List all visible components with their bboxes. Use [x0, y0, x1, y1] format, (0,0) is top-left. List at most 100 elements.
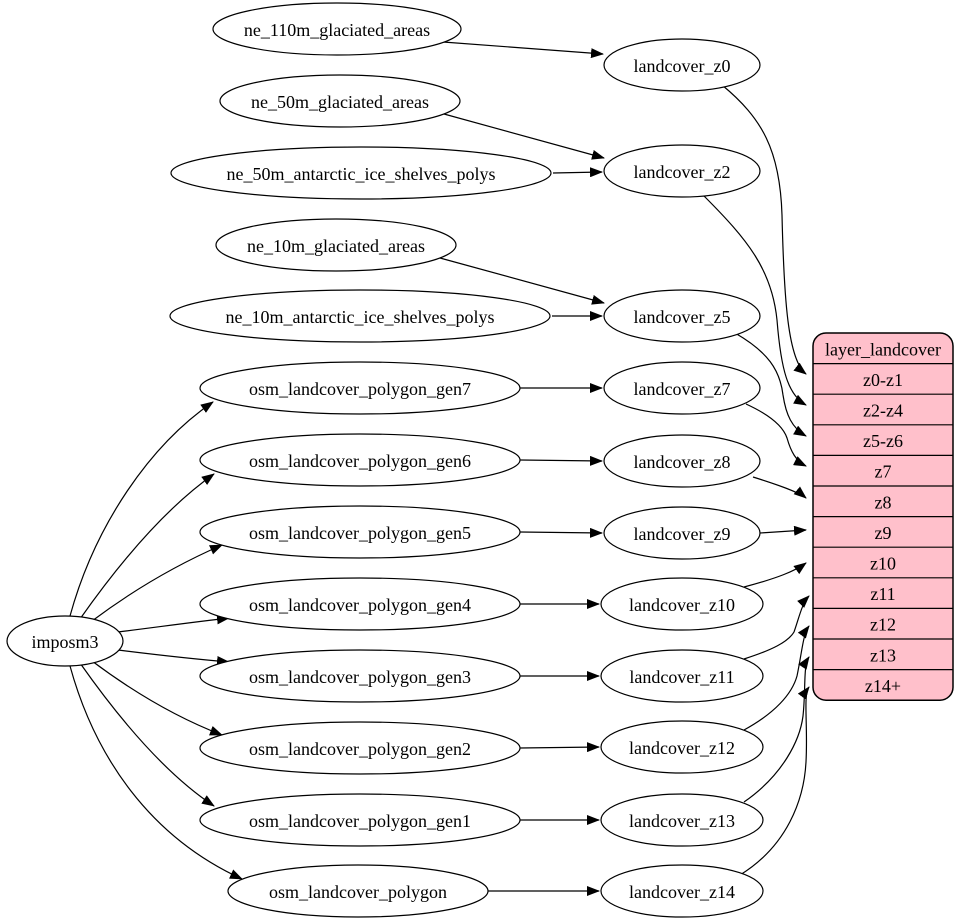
node-label: landcover_z2	[634, 162, 731, 182]
table-row-z7: z7	[875, 462, 892, 482]
node-ellipse	[604, 39, 760, 91]
node-osm_landcover_polygon_gen2: osm_landcover_polygon_gen2	[200, 722, 520, 774]
node-label: landcover_z8	[634, 452, 731, 472]
node-ellipse	[200, 650, 520, 702]
node-ellipse	[216, 219, 456, 271]
table-row-z10: z10	[870, 554, 896, 574]
node-label: landcover_z14	[629, 882, 735, 902]
edge-landcover_z7-to-row-z7	[746, 404, 807, 466]
table-row-z11: z11	[870, 584, 895, 604]
edge-landcover_z0-to-row-z0-z1	[722, 85, 807, 375]
node-label: landcover_z5	[634, 307, 731, 327]
node-landcover_z9: landcover_z9	[604, 507, 760, 559]
node-ellipse	[604, 145, 760, 197]
node-label: landcover_z13	[629, 811, 735, 831]
edge-imposm3-to-osm_landcover_polygon_gen6	[80, 473, 215, 619]
edges-layer	[70, 42, 810, 896]
table-row-z0-z1: z0-z1	[863, 370, 903, 390]
node-osm_landcover_polygon_gen6: osm_landcover_polygon_gen6	[200, 434, 520, 486]
edge-imposm3-to-osm_landcover_polygon_gen5	[92, 545, 223, 621]
node-label: osm_landcover_polygon	[269, 882, 447, 902]
node-ellipse	[604, 507, 760, 559]
edge-imposm3-to-osm_landcover_polygon_gen1	[80, 663, 215, 807]
node-label: landcover_z0	[634, 56, 731, 76]
edge-osm_landcover_polygon_gen2-to-landcover_z12	[520, 742, 600, 753]
node-ellipse	[601, 650, 763, 702]
node-label: ne_50m_glaciated_areas	[251, 92, 429, 112]
node-label: landcover_z12	[629, 738, 735, 758]
edge-landcover_z14-to-row-z14plus	[740, 686, 810, 875]
node-landcover_z14: landcover_z14	[601, 865, 763, 917]
edge-ne_110m_glaciated_areas-to-landcover_z0	[443, 42, 604, 59]
node-label: imposm3	[31, 632, 98, 652]
node-ellipse	[200, 434, 520, 486]
node-ellipse	[200, 722, 520, 774]
node-landcover_z12: landcover_z12	[601, 721, 763, 773]
node-ne_50m_antarctic_ice_shelves_polys: ne_50m_antarctic_ice_shelves_polys	[171, 147, 551, 199]
node-label: ne_50m_antarctic_ice_shelves_polys	[227, 164, 496, 184]
node-ellipse	[200, 794, 520, 846]
node-osm_landcover_polygon_gen5: osm_landcover_polygon_gen5	[200, 506, 520, 558]
node-label: ne_10m_glaciated_areas	[247, 236, 425, 256]
node-osm_landcover_polygon_gen1: osm_landcover_polygon_gen1	[200, 794, 520, 846]
node-label: osm_landcover_polygon_gen2	[249, 739, 471, 759]
node-label: ne_110m_glaciated_areas	[244, 20, 430, 40]
node-ellipse	[213, 3, 461, 55]
node-landcover_z8: landcover_z8	[604, 435, 760, 487]
node-imposm3: imposm3	[7, 616, 123, 666]
edge-landcover_z8-to-row-z8	[753, 477, 807, 499]
node-landcover_z2: landcover_z2	[604, 145, 760, 197]
node-ellipse	[200, 506, 520, 558]
node-ellipse	[200, 578, 520, 630]
node-landcover_z0: landcover_z0	[604, 39, 760, 91]
node-label: ne_10m_antarctic_ice_shelves_polys	[226, 307, 495, 327]
node-label: landcover_z11	[629, 667, 734, 687]
node-landcover_z5: landcover_z5	[604, 290, 760, 342]
node-landcover_z13: landcover_z13	[601, 794, 763, 846]
node-ellipse	[601, 865, 763, 917]
node-ne_50m_glaciated_areas: ne_50m_glaciated_areas	[220, 75, 460, 127]
edge-landcover_z13-to-row-z13	[744, 656, 810, 802]
node-ellipse	[601, 721, 763, 773]
node-ellipse	[604, 362, 760, 414]
edge-landcover_z11-to-row-z11	[744, 595, 810, 659]
edge-imposm3-to-osm_landcover_polygon_gen7	[70, 401, 214, 616]
table-row-z2-z4: z2-z4	[863, 401, 903, 421]
node-label: osm_landcover_polygon_gen5	[249, 523, 471, 543]
node-label: osm_landcover_polygon_gen3	[249, 667, 471, 687]
node-label: landcover_z9	[634, 524, 731, 544]
node-label: osm_landcover_polygon_gen6	[249, 451, 471, 471]
node-osm_landcover_polygon_gen7: osm_landcover_polygon_gen7	[200, 362, 520, 414]
edge-landcover_z10-to-row-z10	[744, 562, 807, 587]
node-ellipse	[604, 290, 760, 342]
table-row-z12: z12	[870, 615, 896, 635]
edge-osm_landcover_polygon_gen6-to-landcover_z8	[520, 455, 603, 466]
edge-imposm3-to-osm_landcover_polygon_gen2	[92, 661, 223, 735]
node-ellipse	[601, 578, 763, 630]
node-ellipse	[200, 362, 520, 414]
table-row-z14plus: z14+	[865, 676, 901, 696]
node-label: landcover_z7	[634, 379, 731, 399]
table-row-z9: z9	[875, 523, 892, 543]
node-ne_10m_glaciated_areas: ne_10m_glaciated_areas	[216, 219, 456, 271]
edge-ne_10m_glaciated_areas-to-landcover_z5	[440, 258, 605, 305]
node-ellipse	[604, 435, 760, 487]
table-header: layer_landcover	[825, 339, 941, 359]
node-ellipse	[601, 794, 763, 846]
node-label: osm_landcover_polygon_gen7	[249, 379, 471, 399]
node-ellipse	[7, 616, 123, 666]
edge-landcover_z5-to-row-z5-z6	[735, 333, 807, 436]
edge-landcover_z9-to-row-z9	[760, 525, 807, 536]
edge-osm_landcover_polygon_gen5-to-landcover_z9	[520, 527, 603, 538]
edge-imposm3-to-osm_landcover_polygon_gen4	[118, 614, 230, 632]
edge-imposm3-to-osm_landcover_polygon_gen3	[118, 650, 230, 666]
node-ellipse	[171, 147, 551, 199]
node-landcover_z7: landcover_z7	[604, 362, 760, 414]
node-landcover_z11: landcover_z11	[601, 650, 763, 702]
table-layer_landcover: layer_landcoverz0-z1z2-z4z5-z6z7z8z9z10z…	[813, 333, 953, 700]
node-osm_landcover_polygon: osm_landcover_polygon	[228, 865, 488, 917]
node-ellipse	[228, 865, 488, 917]
table-row-z5-z6: z5-z6	[863, 431, 903, 451]
